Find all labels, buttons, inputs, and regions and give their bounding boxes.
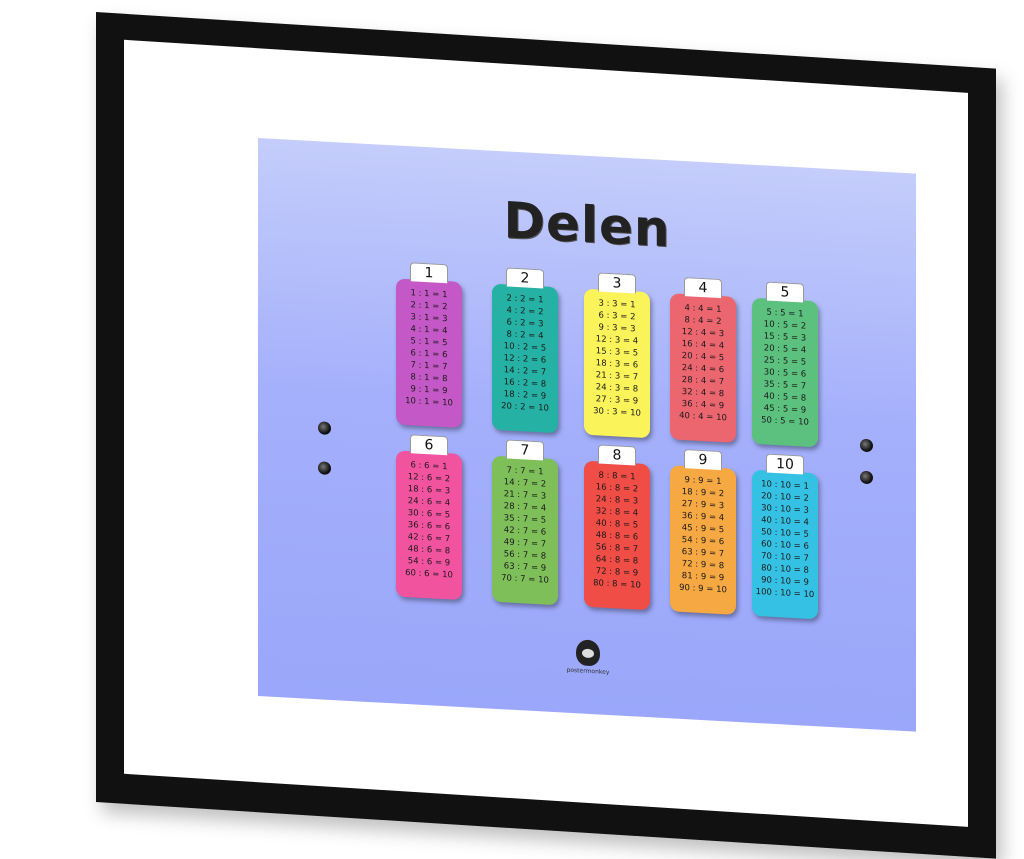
- card-tab-number: 7: [506, 439, 544, 461]
- card-tab-number: 3: [598, 272, 636, 294]
- division-fact: 80 : 8 = 10: [593, 578, 641, 591]
- card-tab-number: 2: [506, 267, 544, 289]
- division-fact: 30 : 3 = 10: [593, 406, 641, 419]
- card-tab-number: 5: [766, 281, 804, 303]
- card-tab-number: 6: [410, 434, 448, 456]
- division-fact: 100 : 10 = 10: [755, 586, 815, 601]
- division-fact: 70 : 7 = 10: [501, 573, 549, 586]
- card-tab-number: 10: [766, 453, 804, 475]
- pin-icon: [860, 470, 873, 485]
- pin-icon: [318, 461, 331, 475]
- card-tab-number: 1: [410, 262, 448, 284]
- division-fact: 10 : 1 = 10: [405, 395, 453, 409]
- poster-title: Delen: [503, 191, 671, 259]
- division-fact: 20 : 2 = 10: [501, 401, 549, 414]
- division-fact: 40 : 4 = 10: [679, 410, 727, 424]
- pin-icon: [318, 421, 331, 435]
- pin-icon: [860, 438, 873, 453]
- brand-name: postermonkey: [566, 666, 610, 677]
- division-fact: 90 : 9 = 10: [679, 582, 727, 596]
- division-fact: 60 : 6 = 10: [405, 567, 453, 581]
- card-tab-number: 4: [684, 277, 722, 299]
- division-fact: 50 : 5 = 10: [761, 415, 809, 428]
- brand-logo: postermonkey: [558, 638, 618, 676]
- card-tab-number: 8: [598, 444, 636, 466]
- monkey-icon: [576, 639, 600, 667]
- card-tab-number: 9: [684, 449, 722, 471]
